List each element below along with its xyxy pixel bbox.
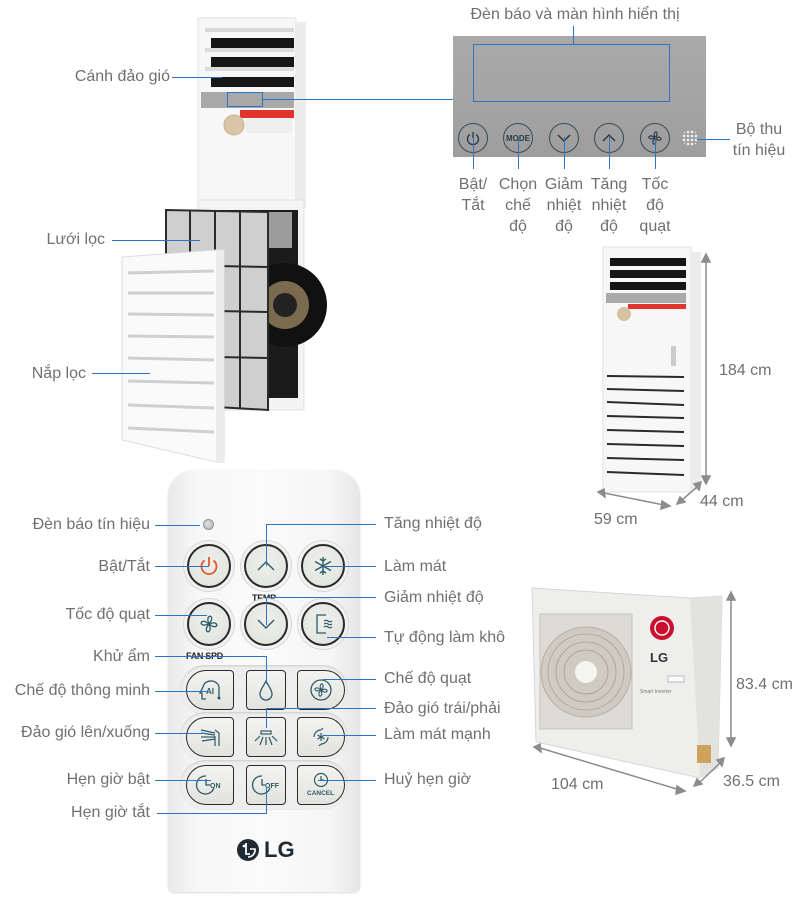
callout-line [266, 524, 376, 526]
lg-logo-icon [237, 839, 259, 861]
label-fan-speed: Tốc độ quạt [65, 606, 151, 623]
panel-highlight-box [227, 92, 263, 107]
swing-horizontal-icon [254, 730, 278, 746]
svg-text:ON: ON [210, 783, 221, 790]
indoor-height-label: 184 cm [719, 362, 772, 379]
auto-dry-icon [316, 614, 333, 634]
callout-line [155, 525, 200, 527]
remote-auto-dry-button[interactable] [301, 602, 345, 646]
fan-circle-icon [310, 679, 332, 701]
label-cool: Làm mát [384, 558, 447, 575]
remote-smart-mode-button[interactable]: AI [186, 670, 234, 710]
control-panel: MODE [453, 36, 706, 157]
outdoor-height-label: 83.4 cm [736, 676, 793, 693]
swing-vertical-icon [200, 729, 220, 746]
callout-line [157, 813, 267, 815]
signal-receiver-icon [682, 130, 698, 146]
chevron-up-icon [602, 133, 616, 142]
label-display: Đèn báo và màn hình hiển thị [470, 6, 680, 23]
remote-fan-mode-button[interactable] [297, 670, 345, 710]
callout-line [266, 524, 268, 566]
temp-text: TEMP [252, 593, 276, 603]
indoor-width-label: 59 cm [594, 511, 638, 528]
callout-line [155, 615, 207, 617]
label-dehumidify: Khử ẩm [93, 648, 150, 665]
indoor-unit-body [121, 17, 327, 463]
callout-line [323, 566, 376, 568]
label-swing-vertical: Đảo gió lên/xuống [21, 724, 150, 741]
label-fan-mode: Chế độ quạt [384, 670, 472, 687]
callout-line [155, 780, 211, 782]
label-filter-cover: Nắp lọc [31, 365, 86, 382]
callout-line [155, 691, 208, 693]
callout-line [266, 787, 268, 814]
remote-timer-on-button[interactable]: ON [186, 765, 234, 805]
callout-line [609, 137, 611, 169]
callout-line [266, 597, 268, 625]
label-power: Bật/Tắt [98, 558, 150, 575]
callout-line [318, 780, 376, 782]
label-jet-cool: Làm mát mạnh [384, 726, 491, 743]
callout-line [697, 139, 730, 141]
label-timer-off: Hẹn giờ tắt [71, 804, 150, 821]
callout-line [266, 597, 376, 599]
callout-line [263, 99, 453, 101]
label-temp-down: Giảm nhiệt độ [384, 589, 484, 606]
water-drop-icon [259, 679, 273, 701]
callout-line [323, 679, 376, 681]
display-screen-box [473, 44, 670, 102]
chevron-down-icon [257, 619, 275, 629]
callout-line [323, 735, 376, 737]
power-icon [200, 557, 218, 575]
svg-text:AI: AI [206, 687, 214, 696]
remote-lg-logo: LG [236, 837, 295, 863]
label-filter-mesh: Lưới lọc [46, 231, 105, 248]
label-temp-up: Tăng nhiệt độ [384, 515, 482, 532]
label-smart-mode: Chế độ thông minh [14, 682, 150, 699]
remote-fan-speed-button[interactable] [187, 602, 231, 646]
callout-line [92, 373, 150, 375]
indoor-depth-label: 44 cm [700, 493, 744, 510]
lg-logo-text: LG [264, 837, 295, 862]
callout-line [518, 137, 520, 169]
label-cancel-timer: Huỷ hẹn giờ [384, 771, 471, 788]
callout-line [172, 77, 222, 79]
callout-line [155, 656, 267, 658]
label-louver: Cánh đảo gió [74, 68, 170, 85]
label-timer-on: Hẹn giờ bật [66, 771, 150, 788]
callout-line [573, 26, 575, 44]
callout-line [112, 240, 200, 242]
svg-text:CANCEL: CANCEL [307, 790, 334, 797]
callout-line [155, 733, 207, 735]
callout-line [655, 137, 657, 169]
callout-line [564, 137, 566, 169]
label-panel-power: Bật/Tắt [458, 176, 488, 214]
svg-text:LG: LG [650, 650, 668, 665]
remote-cancel-timer-button[interactable]: CANCEL [297, 765, 345, 805]
svg-text:Smart Inverter: Smart Inverter [640, 689, 672, 695]
callout-line [266, 656, 268, 684]
callout-line [473, 137, 475, 169]
callout-line [266, 708, 268, 728]
label-signal-light: Đèn báo tín hiệu [32, 516, 150, 533]
indoor-unit-small [596, 246, 712, 511]
outdoor-depth-label: 36.5 cm [723, 773, 780, 790]
signal-light-icon [203, 519, 214, 530]
callout-line [155, 566, 209, 568]
label-auto-dry: Tự động làm khô [384, 629, 505, 646]
ai-icon: AI [198, 680, 221, 700]
outdoor-width-label: 104 cm [551, 776, 604, 793]
svg-text:OFF: OFF [265, 783, 280, 790]
callout-line [266, 708, 376, 710]
fan-icon [200, 615, 218, 633]
callout-line [327, 637, 376, 639]
remote-swing-vertical-button[interactable] [186, 717, 234, 757]
label-swing-horizontal: Đảo gió trái/phải [384, 700, 501, 717]
